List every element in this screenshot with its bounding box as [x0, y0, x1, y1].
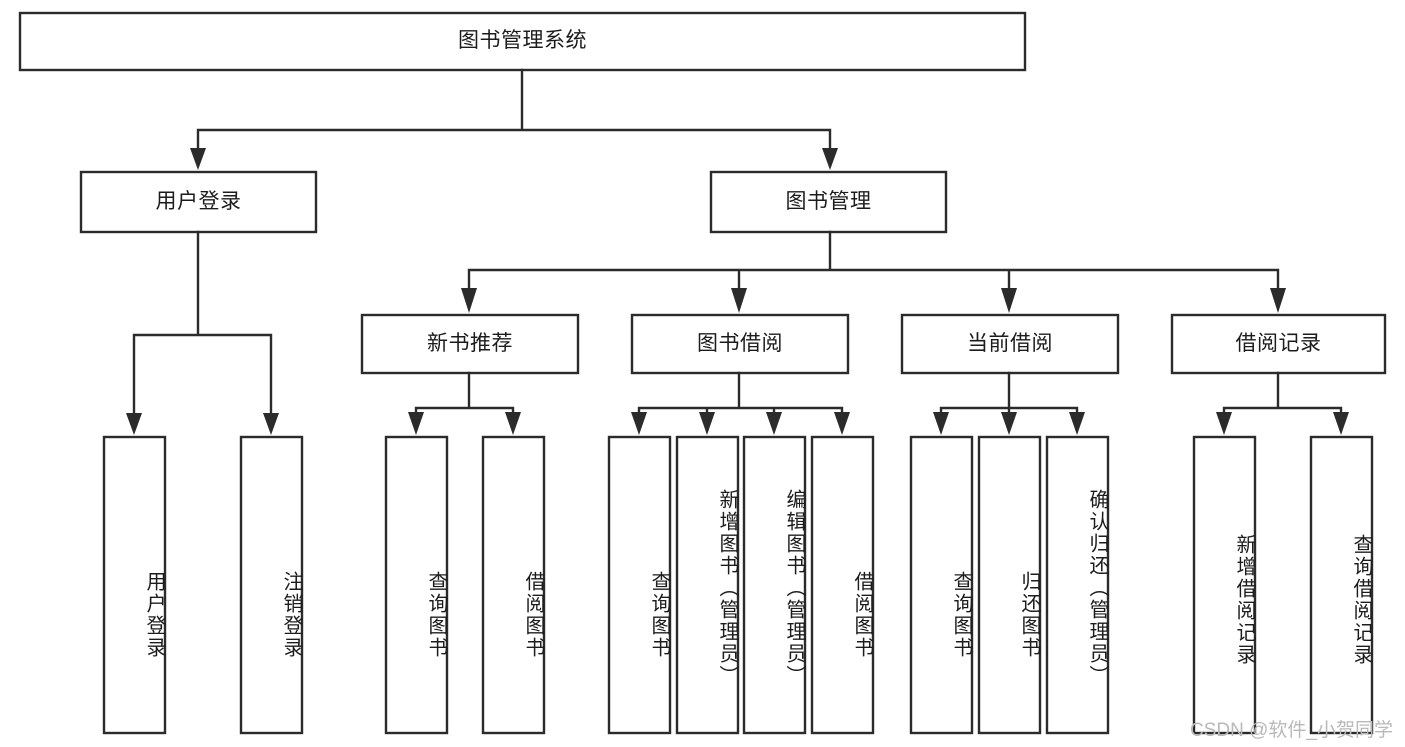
node-leaf-add-record-box[interactable] [1192, 435, 1257, 735]
node-leaf-query-book-1-box[interactable] [384, 435, 449, 735]
connector-book-borrow-bus [637, 371, 844, 417]
node-leaf-user-login-box[interactable] [102, 435, 167, 735]
node-leaf-edit-book-box[interactable] [742, 435, 807, 735]
arrow-to-leaf-query-book-3 [933, 412, 949, 435]
arrow-to-book-management [822, 148, 838, 170]
node-leaf-query-book-2-box[interactable] [607, 435, 672, 735]
node-leaf-logout-login-box[interactable] [239, 435, 304, 735]
arrow-to-leaf-logout-login [263, 413, 279, 435]
connector-borrow-record-bus [1222, 371, 1343, 417]
arrow-to-new-book-recommend [461, 288, 477, 313]
arrow-to-book-borrow [731, 288, 747, 313]
node-leaf-query-record-box[interactable] [1309, 435, 1374, 735]
node-leaf-confirm-return-box[interactable] [1045, 435, 1110, 735]
node-leaf-add-book-box[interactable] [675, 435, 740, 735]
arrow-to-leaf-user-login [126, 413, 142, 435]
arrow-to-leaf-return-book [1001, 412, 1017, 435]
arrow-to-leaf-add-book [699, 412, 715, 435]
arrow-to-leaf-query-book-1 [408, 412, 424, 435]
node-leaf-return-book-box[interactable] [977, 435, 1042, 735]
node-book-borrow-box[interactable] [630, 313, 850, 375]
connector-root-to-bus [196, 68, 832, 150]
connector-current-borrow-bus [939, 371, 1079, 417]
node-leaf-query-book-3-box[interactable] [909, 435, 974, 735]
arrow-to-current-borrow [1001, 288, 1017, 313]
connector-user-login-bus [132, 230, 273, 415]
arrow-to-leaf-confirm-return [1069, 412, 1085, 435]
node-book-management-box[interactable] [709, 170, 948, 234]
arrow-to-user-login [190, 148, 206, 170]
arrow-to-borrow-record [1270, 288, 1286, 313]
node-new-book-recommend-box[interactable] [360, 313, 580, 375]
arrow-to-leaf-query-record [1333, 412, 1349, 435]
connector-new-book-recommend-bus [414, 371, 515, 417]
arrow-to-leaf-add-record [1216, 412, 1232, 435]
arrow-to-leaf-borrow-book-2 [834, 412, 850, 435]
arrow-to-leaf-query-book-2 [631, 412, 647, 435]
node-root-box[interactable] [18, 11, 1027, 72]
arrow-to-leaf-edit-book [766, 412, 782, 435]
node-user-login-box[interactable] [79, 170, 318, 234]
node-leaf-borrow-book-1-box[interactable] [481, 435, 546, 735]
node-current-borrow-box[interactable] [900, 313, 1120, 375]
node-borrow-record-box[interactable] [1170, 313, 1387, 375]
arrow-to-leaf-borrow-book-1 [505, 412, 521, 435]
connector-book-management-bus [467, 230, 1280, 290]
node-leaf-borrow-book-2-box[interactable] [810, 435, 875, 735]
